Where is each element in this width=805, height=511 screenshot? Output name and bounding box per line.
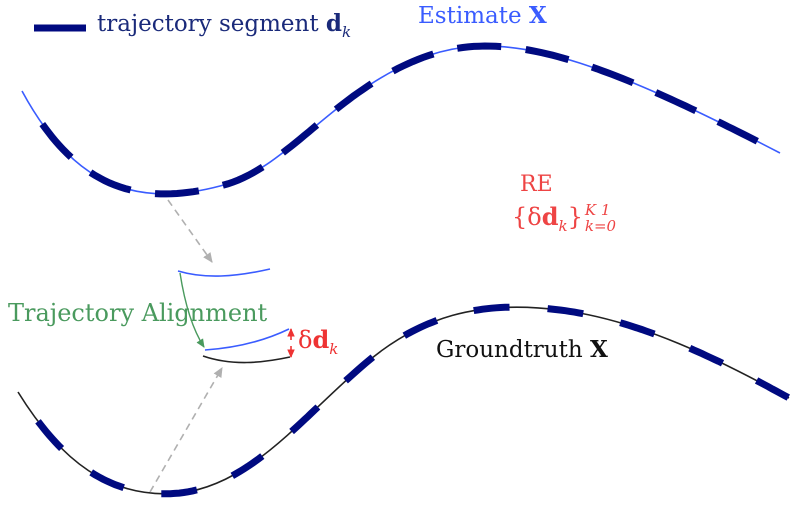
- set-symbol-sub: k: [558, 217, 568, 235]
- groundtruth-segment: [343, 354, 376, 384]
- set-open: {δ: [512, 203, 542, 231]
- groundtruth-segments: [35, 303, 790, 498]
- estimate-label-symbol: X: [529, 0, 548, 29]
- estimate-segment: [88, 169, 132, 194]
- groundtruth-label: Groundtruth X: [436, 336, 608, 363]
- segment-error-delta: δ: [298, 326, 313, 354]
- estimate-segment: [39, 122, 74, 160]
- estimate-segments: [39, 42, 759, 198]
- groundtruth-segment: [473, 303, 510, 315]
- groundtruth-segment: [402, 317, 439, 339]
- aligned-estimate-segment: [204, 328, 290, 351]
- estimate-segment: [391, 50, 435, 75]
- groundtruth-segment: [619, 319, 656, 338]
- groundtruth-segment: [230, 453, 265, 479]
- alignment-label: Trajectory Alignment: [8, 299, 268, 327]
- groundtruth-label-symbol: X: [589, 336, 608, 363]
- estimate-label: Estimate X: [418, 0, 548, 29]
- groundtruth-segment: [547, 305, 584, 318]
- extracted-estimate-segment: [177, 268, 271, 277]
- estimate-segment: [525, 46, 570, 63]
- estimate-guide-arrow: [167, 199, 213, 263]
- set-symbol: d: [541, 202, 559, 231]
- legend-label-prefix: trajectory segment: [97, 11, 326, 37]
- groundtruth-segment: [289, 404, 321, 435]
- groundtruth-segment: [89, 469, 125, 491]
- legend-label-subscript: k: [341, 23, 352, 41]
- estimate-segment: [654, 89, 698, 114]
- segment-error-symbol: d: [312, 325, 330, 354]
- groundtruth-segment: [35, 419, 65, 451]
- alignment-arrow: [179, 272, 205, 348]
- estimate-segment: [280, 122, 320, 156]
- groundtruth-label-text: Groundtruth: [436, 337, 590, 363]
- estimate-segment: [333, 80, 374, 113]
- groundtruth-curve: [17, 306, 790, 495]
- extracted-groundtruth-segment: [202, 355, 291, 364]
- set-superscript: K 1: [584, 201, 611, 219]
- estimate-segment: [154, 187, 200, 198]
- legend-label: trajectory segment dk: [97, 10, 351, 41]
- groundtruth-segment: [688, 345, 725, 367]
- estimate-segment: [716, 118, 759, 145]
- relative-error-label: RE: [520, 172, 553, 197]
- set-close: }: [567, 203, 583, 231]
- estimate-segment: [456, 42, 502, 52]
- set-subscript: k=0: [584, 217, 617, 235]
- segment-error-subscript: k: [329, 340, 339, 358]
- legend-label-symbol: d: [325, 10, 342, 37]
- groundtruth-guide-arrow: [149, 367, 223, 493]
- groundtruth-segment: [161, 486, 198, 498]
- estimate-label-text: Estimate: [418, 3, 529, 29]
- segment-error-label: δdk: [298, 325, 338, 358]
- groundtruth-segment: [754, 377, 790, 401]
- estimate-segment: [221, 164, 265, 189]
- estimate-segment: [590, 63, 635, 87]
